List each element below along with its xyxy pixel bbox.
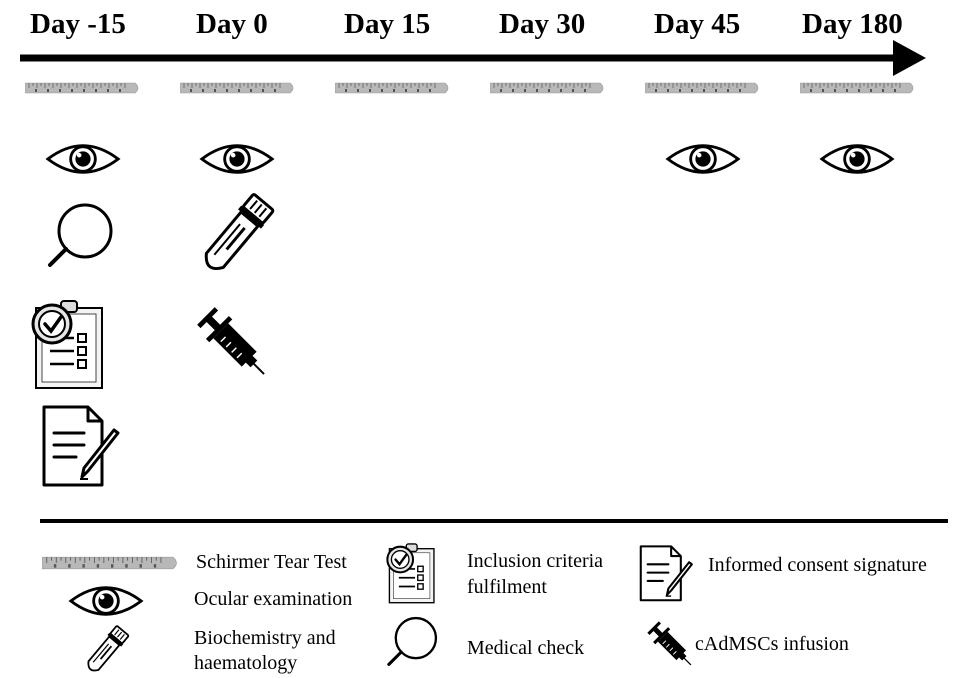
syringe-icon	[644, 618, 700, 674]
ruler-icon	[490, 82, 606, 94]
legend-label-haematology: haematology	[194, 652, 298, 674]
day-label: Day 30	[499, 8, 586, 40]
eye-icon	[45, 139, 121, 179]
legend-label-consent: Informed consent signature	[708, 554, 927, 576]
legend-label-fulfilment: fulfilment	[467, 576, 547, 598]
legend-label-schirmer: Schirmer Tear Test	[196, 551, 347, 573]
eye-icon	[819, 139, 895, 179]
clipboard-icon	[384, 541, 438, 605]
legend-label-infusion: cAdMSCs infusion	[695, 633, 849, 655]
day-label: Day -15	[30, 8, 126, 40]
document-icon	[638, 545, 696, 603]
ruler-icon	[42, 556, 180, 570]
legend-label-biochemistry: Biochemistry and	[194, 627, 336, 649]
ruler-icon	[180, 82, 296, 94]
magnifier-icon	[385, 612, 439, 672]
legend-label-medical-check: Medical check	[467, 637, 585, 659]
document-icon	[40, 405, 124, 489]
test-tube-icon	[78, 624, 132, 678]
legend-label-ocular: Ocular examination	[194, 588, 353, 610]
eye-icon	[68, 581, 144, 621]
ruler-icon	[335, 82, 451, 94]
day-label: Day 180	[802, 8, 903, 40]
legend-label-inclusion: Inclusion criteria	[467, 550, 604, 572]
day-label: Day 15	[344, 8, 431, 40]
day-label: Day 0	[196, 8, 268, 40]
clipboard-icon	[28, 298, 108, 390]
test-tube-icon	[189, 191, 279, 281]
day-label: Day 45	[654, 8, 741, 40]
ruler-icon	[645, 82, 761, 94]
timeline-arrow	[20, 40, 926, 76]
syringe-icon	[192, 302, 278, 388]
magnifier-icon	[45, 201, 115, 271]
eye-icon	[665, 139, 741, 179]
ruler-icon	[25, 82, 141, 94]
legend-divider	[40, 519, 948, 523]
ruler-icon	[800, 82, 916, 94]
eye-icon	[199, 139, 275, 179]
